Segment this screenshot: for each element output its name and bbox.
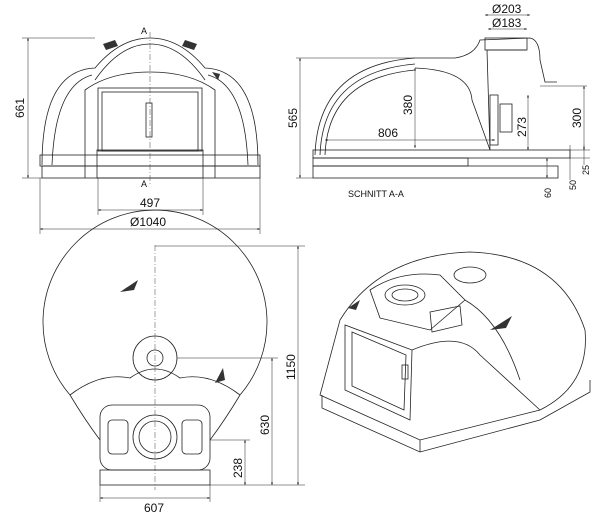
dim-607: 607 [144,501,164,515]
dim-380: 380 [401,95,415,115]
dim-661: 661 [13,98,27,118]
front-view: 661 497 Ø1040 A A [13,26,261,234]
dim-diameter-203: Ø203 [492,2,522,16]
dim-630: 630 [258,415,272,435]
dim-diameter-1040: Ø1040 [130,215,166,229]
dim-806: 806 [378,126,398,140]
section-marker-top: A [141,26,147,36]
section-marker-bottom: A [141,179,147,189]
dim-300: 300 [570,108,584,128]
top-view: 1150 630 238 607 [42,209,305,515]
dim-273: 273 [515,117,529,137]
dim-565: 565 [286,108,300,128]
dim-60: 60 [543,188,553,198]
isometric-view [319,251,591,453]
dim-diameter-183: Ø183 [492,16,522,30]
dim-497: 497 [140,196,160,210]
section-title: SCHNITT A-A [348,189,404,199]
dim-25: 25 [581,165,591,175]
dim-238: 238 [231,458,245,478]
dim-50: 50 [568,180,578,190]
section-view: 565 380 806 Ø203 Ø183 273 300 25 50 60 S… [286,2,591,199]
dim-1150: 1150 [284,354,298,380]
